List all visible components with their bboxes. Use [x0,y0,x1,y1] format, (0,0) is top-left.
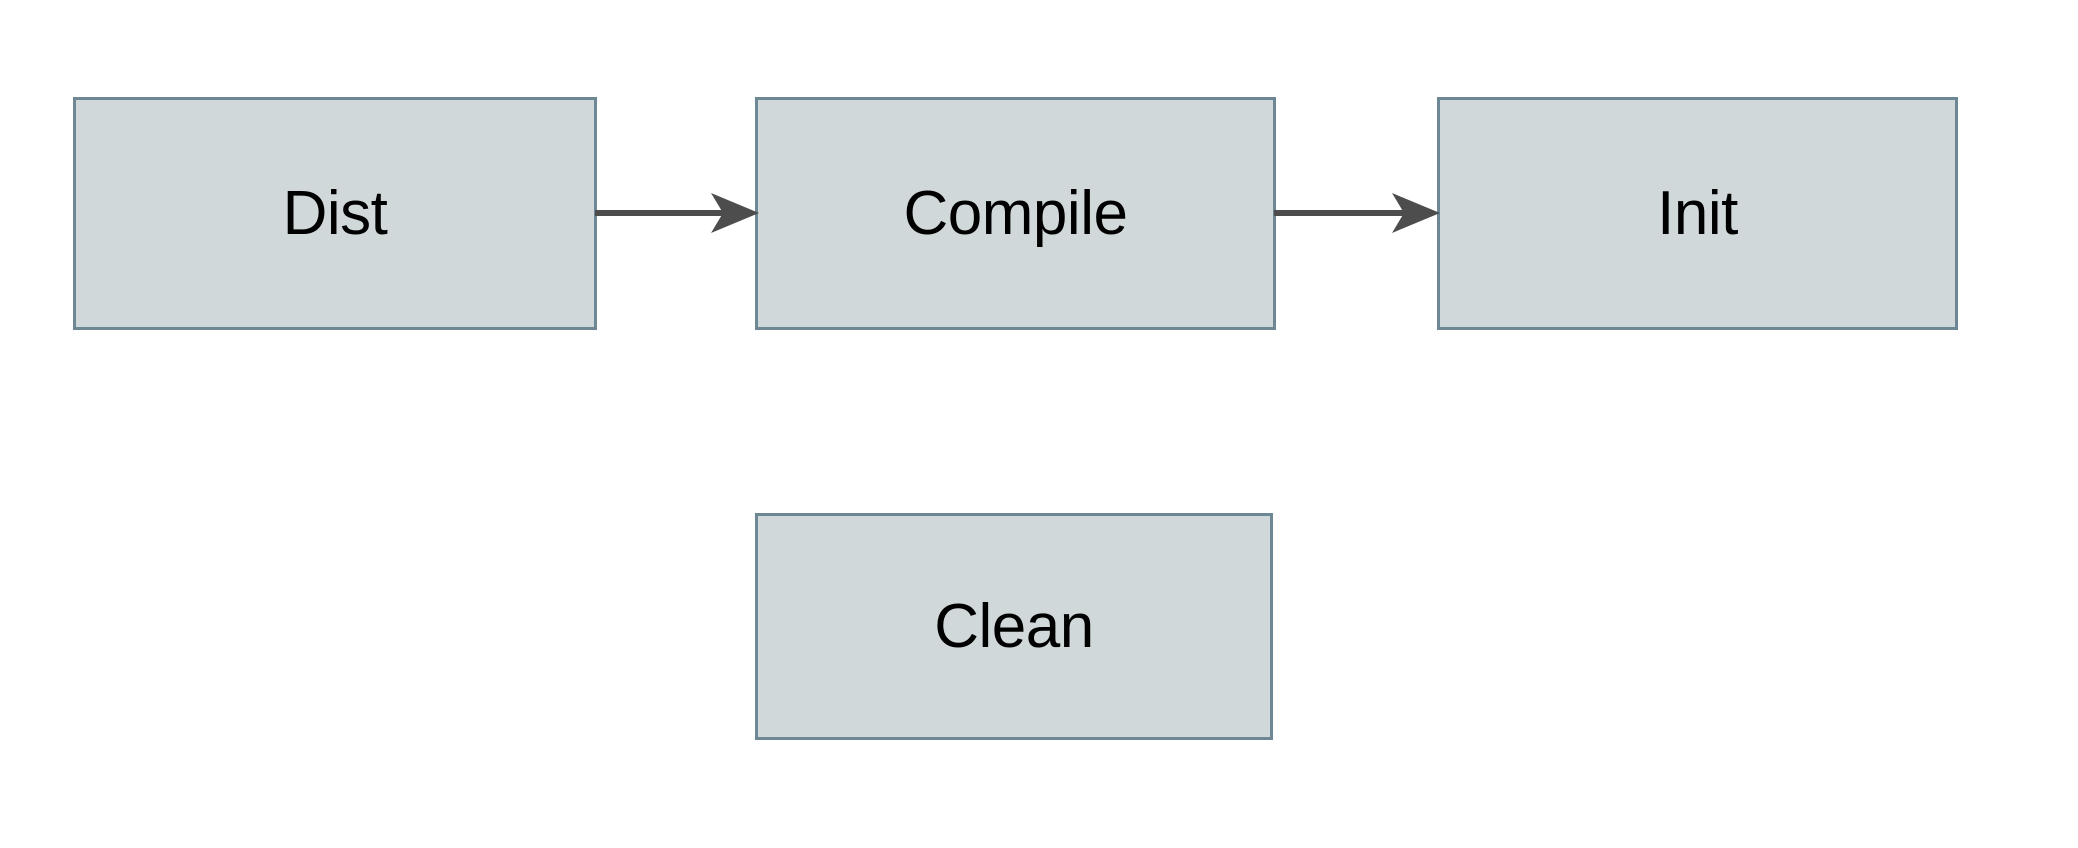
edge-compile-to-init [1274,193,1440,233]
node-dist-label: Dist [282,178,388,248]
node-clean-label: Clean [934,591,1094,661]
arrowhead-icon [711,193,759,233]
node-init[interactable]: Init [1437,97,1958,330]
node-compile-label: Compile [903,178,1128,248]
arrowhead-icon [1392,193,1440,233]
node-init-label: Init [1657,178,1738,248]
edge-dist-to-compile [595,193,759,233]
node-compile[interactable]: Compile [755,97,1276,330]
node-dist[interactable]: Dist [73,97,597,330]
node-clean[interactable]: Clean [755,513,1273,740]
